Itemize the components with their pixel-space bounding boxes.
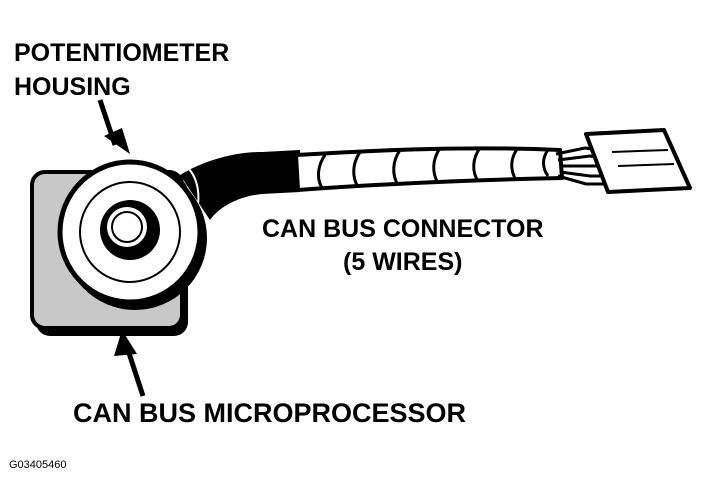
figure-code: G03405460 — [9, 459, 67, 471]
label-can-bus-connector-line-2: (5 WIRES) — [343, 248, 463, 276]
connector-plug — [584, 128, 692, 194]
label-potentiometer-housing: POTENTIOMETER HOUSING — [14, 36, 229, 104]
label-potentiometer-housing-line-1: POTENTIOMETER — [14, 39, 230, 67]
arrow-can-bus-microprocessor — [114, 330, 146, 397]
label-can-bus-connector: CAN BUS CONNECTOR (5 WIRES) — [262, 213, 544, 279]
cable-body — [180, 150, 300, 220]
arrow-potentiometer-housing — [97, 99, 130, 154]
label-can-bus-microprocessor: CAN BUS MICROPROCESSOR — [73, 398, 467, 428]
potentiometer-housing — [57, 159, 207, 310]
spiral-wrap — [294, 146, 564, 192]
label-can-bus-connector-line-1: CAN BUS CONNECTOR — [262, 215, 544, 243]
label-potentiometer-housing-line-2: HOUSING — [14, 73, 131, 101]
